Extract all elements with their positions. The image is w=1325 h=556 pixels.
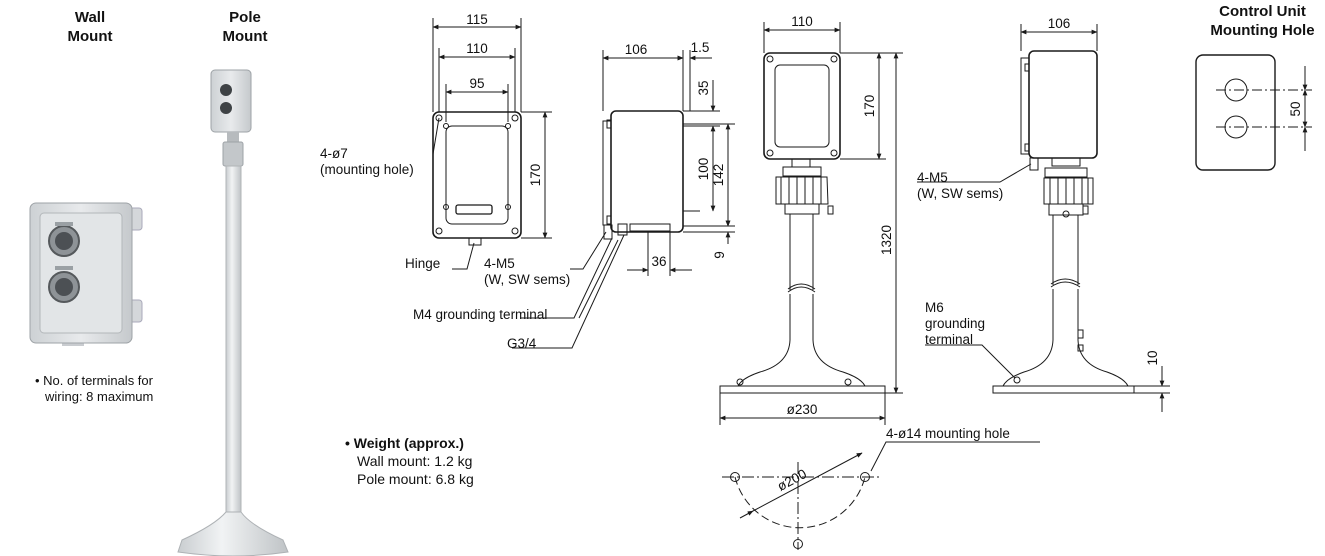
control-unit-heading: Control Unit Mounting Hole — [1210, 3, 1315, 39]
dim-side-106: 106 — [1048, 16, 1071, 31]
dim-pole-170: 170 — [862, 95, 877, 118]
dim-1320: 1320 — [879, 225, 894, 255]
push-button-icon — [220, 84, 232, 96]
wall-mount-heading: Wall Mount — [67, 9, 113, 45]
control-unit-drawing — [1195, 54, 1312, 171]
weight-note: • Weight (approx.) Wall mount: 1.2 kg Po… — [345, 435, 474, 487]
pole-front-drawing — [719, 22, 1040, 550]
dim-35: 35 — [696, 80, 711, 95]
hinge-label: Hinge — [405, 256, 441, 271]
side-view-drawing — [512, 50, 735, 349]
base-holes-label: 4-ø14 mounting hole — [886, 426, 1010, 441]
dim-115: 115 — [466, 12, 488, 27]
dim-200: ø200 — [775, 466, 809, 494]
front-view-drawing — [432, 18, 552, 270]
dim-106: 106 — [625, 42, 648, 57]
dim-100: 100 — [696, 158, 711, 181]
g34-label: G3/4 — [507, 336, 537, 351]
push-button-icon — [220, 102, 232, 114]
dim-9: 9 — [712, 251, 727, 259]
dim-pole-110: 110 — [791, 14, 813, 29]
dim-36: 36 — [651, 254, 666, 269]
mounting-hole-label: 4-ø7 (mounting hole) — [320, 146, 414, 177]
wall-mount-photo — [29, 202, 143, 346]
m4-grounding-label: M4 grounding terminal — [413, 307, 548, 322]
dim-230: ø230 — [787, 402, 818, 417]
pole-mount-heading: Pole Mount — [222, 9, 268, 45]
dim-50: 50 — [1288, 101, 1303, 116]
dim-142: 142 — [711, 164, 726, 187]
m5-side-label: 4-M5 (W, SW sems) — [917, 170, 1004, 201]
m6-grounding-label: M6 grounding terminal — [925, 300, 986, 347]
dim-10: 10 — [1145, 350, 1160, 365]
dim-110: 110 — [466, 41, 488, 56]
pole-side-drawing — [917, 24, 1170, 412]
dim-170: 170 — [528, 164, 543, 187]
m5-front-label: 4-M5 (W, SW sems) — [484, 256, 571, 287]
dim-1-5: 1.5 — [691, 40, 710, 55]
dim-95: 95 — [469, 76, 484, 91]
pole-mount-photo — [177, 69, 289, 556]
terminals-note: • No. of terminals for wiring: 8 maximum — [35, 373, 154, 404]
